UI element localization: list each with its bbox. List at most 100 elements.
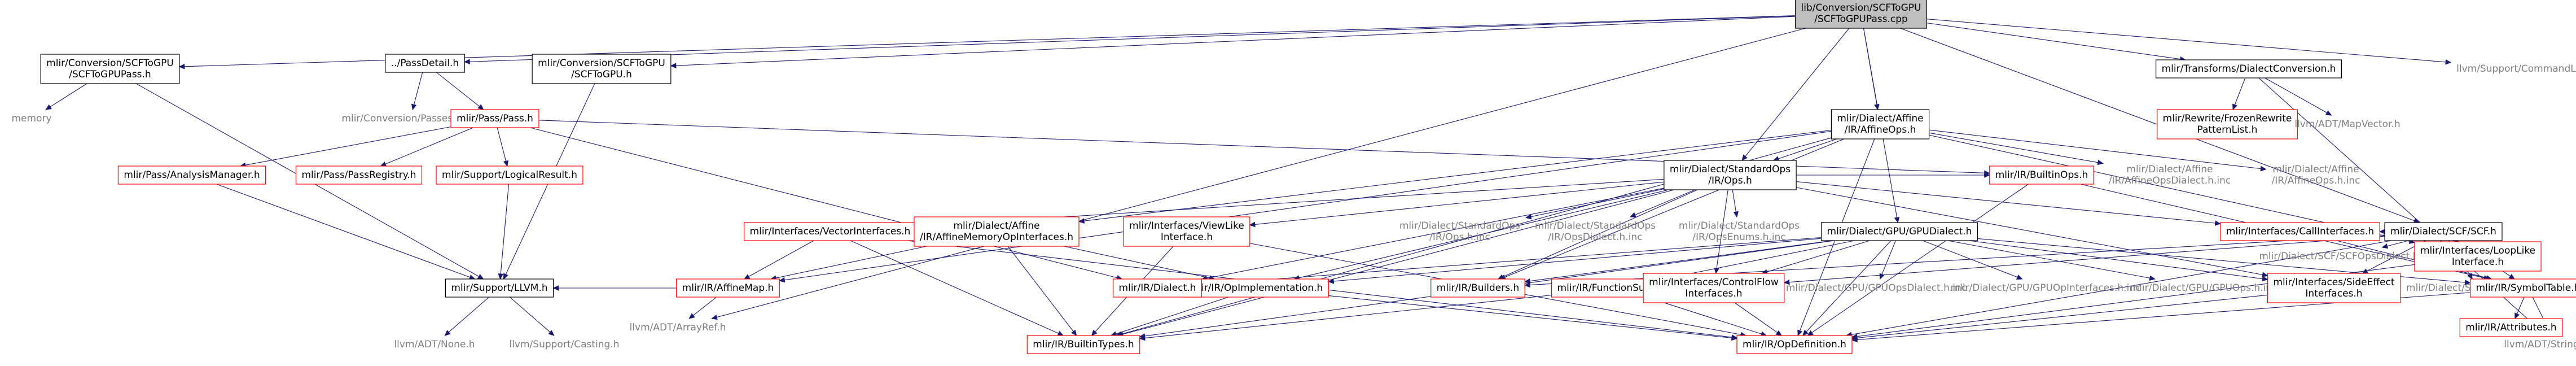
- node-passes_h_inc: mlir/Conversion/Passes.h.inc: [341, 113, 479, 124]
- edge-gpudialect_h-to-gpuopinterfaces_h_inc: [1923, 240, 2023, 280]
- node-box: [2459, 318, 2563, 337]
- node-box: [1664, 160, 1797, 190]
- node-box: [2470, 278, 2576, 298]
- node-label: llvm/Support/Casting.h: [509, 339, 619, 350]
- edge-affinememoryopinterfaces_h-to-builtintypes_h: [1007, 246, 1077, 336]
- node-label: mlir/Conversion/SCFToGPU: [46, 58, 174, 69]
- edge-pass_pass_h-to-logicalresult_h: [497, 127, 509, 167]
- edge-standardops_ops_h-to-ops_h_inc: [1525, 188, 1664, 220]
- node-label: /SCFToGPUPass.h: [69, 69, 151, 80]
- edge-scf_h-to-callinterfaces_h: [2378, 229, 2385, 234]
- node-label: /IR/AffineMemoryOpInterfaces.h: [920, 232, 1073, 243]
- node-callinterfaces_h[interactable]: mlir/Interfaces/CallInterfaces.h: [2220, 222, 2380, 241]
- edge-gpudialect_h-to-builders_h: [1524, 240, 1832, 284]
- node-label: /IR/Ops.h.inc: [1429, 232, 1490, 243]
- node-opsenums_h_inc: mlir/Dialect/StandardOps/IR/OpsEnums.h.i…: [1679, 220, 1800, 243]
- node-label: Interface.h: [1161, 232, 1213, 243]
- node-label: /IR/AffineOps.h: [1845, 124, 1916, 136]
- node-dialectconversion_h[interactable]: mlir/Transforms/DialectConversion.h: [2156, 59, 2342, 79]
- node-builders_h[interactable]: mlir/IR/Builders.h: [1430, 278, 1525, 298]
- node-vectorinterfaces_h[interactable]: mlir/Interfaces/VectorInterfaces.h: [744, 222, 916, 241]
- node-gpudialect_h[interactable]: mlir/Dialect/GPU/GPUDialect.h: [1820, 222, 1978, 241]
- node-builtinops_h[interactable]: mlir/IR/BuiltinOps.h: [1989, 165, 2094, 185]
- edge-functionsupport_h-to-builtintypes_h: [1139, 294, 1552, 341]
- node-label: mlir/Pass/AnalysisManager.h: [124, 169, 260, 181]
- node-label: mlir/IR/OpDefinition.h: [1743, 339, 1846, 350]
- node-symboltable_h[interactable]: mlir/IR/SymbolTable.h: [2470, 278, 2576, 298]
- node-builtintypes_h[interactable]: mlir/IR/BuiltinTypes.h: [1026, 335, 1140, 354]
- node-label: mlir/Transforms/DialectConversion.h: [2162, 63, 2336, 75]
- node-label: mlir/IR/Attributes.h: [2465, 322, 2556, 333]
- node-support_llvm_h[interactable]: mlir/Support/LLVM.h: [445, 278, 554, 298]
- node-passregistry_h[interactable]: mlir/Pass/PassRegistry.h: [295, 165, 423, 185]
- node-attributes_h[interactable]: mlir/IR/Attributes.h: [2459, 318, 2563, 337]
- node-affineops_h[interactable]: mlir/Dialect/Affine/IR/AffineOps.h: [1831, 109, 1930, 140]
- edge-analysismanager_h-to-support_llvm_h: [216, 184, 476, 280]
- node-label: mlir/IR/Dialect.h: [1119, 282, 1196, 294]
- node-scftogpupass_h[interactable]: mlir/Conversion/SCFToGPU/SCFToGPUPass.h: [40, 54, 180, 84]
- edge-standardops_ops_h-to-builtintypes_h: [1117, 189, 1674, 337]
- edge-logicalresult_h-to-support_llvm_h: [498, 184, 510, 280]
- node-scftogpu_h[interactable]: mlir/Conversion/SCFToGPU/SCFToGPU.h: [532, 54, 672, 84]
- node-label: mlir/Dialect/StandardOps: [1679, 220, 1800, 232]
- node-label: /SCFToGPUPass.cpp: [1814, 14, 1908, 25]
- node-label: mlir/Dialect/GPU/GPUOpInterfaces.h.inc: [1951, 282, 2141, 294]
- edge-root-to-dialectconversion_h: [1926, 23, 2187, 62]
- edge-affineops_h-to-affinemap_h: [779, 130, 1832, 283]
- edge-affinemap_h-to-support_llvm_h: [552, 285, 677, 291]
- node-label: mlir/Dialect/Affine: [953, 220, 1039, 232]
- node-label: /SCFToGPU.h: [571, 69, 632, 80]
- node-label: memory: [11, 113, 51, 124]
- edge-root-to-llvm_arrayref_h: [711, 28, 1806, 320]
- node-label: llvm/ADT/None.h: [394, 339, 475, 350]
- node-pass_pass_h[interactable]: mlir/Pass/Pass.h: [450, 109, 539, 128]
- node-llvm_stringmap_h: llvm/ADT/StringMap.h: [2504, 339, 2576, 350]
- edge-scf_h-to-controlflowinterfaces_h: [1783, 236, 2385, 285]
- edge-pass_pass_h-to-dialect_h: [530, 127, 1123, 281]
- node-affinemap_h[interactable]: mlir/IR/AffineMap.h: [676, 278, 780, 298]
- edge-gpudialect_h-to-sideeffectinterfaces_h: [1969, 240, 2268, 282]
- edge-sideeffectinterfaces_h-to-opdefinition_h: [1851, 294, 2268, 341]
- node-label: mlir/Dialect/StandardOps: [1670, 164, 1791, 175]
- node-label: ../PassDetail.h: [391, 58, 459, 69]
- edge-dialectconversion_h-to-llvm_mapvector_h: [2265, 77, 2332, 116]
- node-box: [1026, 335, 1140, 354]
- node-box: [1123, 216, 1250, 247]
- node-label: mlir/Conversion/Passes.h.inc: [341, 113, 479, 124]
- node-label: mlir/Dialect/SCF/SCF.h: [2390, 226, 2496, 237]
- node-llvm_mapvector_h: llvm/ADT/MapVector.h: [2294, 119, 2400, 130]
- node-logicalresult_h[interactable]: mlir/Support/LogicalResult.h: [436, 165, 583, 185]
- node-dialect_h[interactable]: mlir/IR/Dialect.h: [1112, 278, 1203, 298]
- node-gpuopsdialect_h_inc: mlir/Dialect/GPU/GPUOpsDialect.h.inc: [1786, 282, 1967, 294]
- node-label: mlir/IR/BuiltinOps.h: [1995, 169, 2088, 181]
- node-box: [436, 165, 583, 185]
- node-analysismanager_h[interactable]: mlir/Pass/AnalysisManager.h: [117, 165, 266, 185]
- node-label: mlir/Support/LLVM.h: [451, 282, 547, 294]
- edge-standardops_ops_h-to-builtinops_h: [1796, 172, 1990, 178]
- node-box: [1643, 273, 1785, 303]
- node-opdefinition_h[interactable]: mlir/IR/OpDefinition.h: [1736, 335, 1853, 354]
- edge-affinemap_h-to-llvm_arrayref_h: [688, 297, 717, 319]
- node-gpuops_h_inc: mlir/Dialect/GPU/GPUOps.h.inc: [2130, 282, 2277, 294]
- node-label: /IR/AffineOps.h.inc: [2271, 175, 2360, 186]
- edge-vectorinterfaces_h-to-affinemap_h: [743, 240, 814, 280]
- node-label: Interfaces.h: [2305, 288, 2362, 299]
- node-box: [2384, 222, 2503, 241]
- node-passdetail_h[interactable]: ../PassDetail.h: [385, 54, 465, 73]
- node-label: mlir/IR/AffineMap.h: [682, 282, 774, 294]
- node-label: mlir/Dialect/Affine: [2126, 164, 2213, 175]
- node-opimplementation_h[interactable]: mlir/IR/OpImplementation.h: [1183, 278, 1329, 298]
- node-label: mlir/Dialect/GPU/GPUOps.h.inc: [2130, 282, 2277, 294]
- edge-support_llvm_h-to-llvm_none_h: [444, 297, 489, 336]
- node-box: [1183, 278, 1329, 298]
- edge-root-to-commandline_h: [1926, 19, 2452, 65]
- edge-standardops_ops_h-to-sideeffectinterfaces_h: [1796, 187, 2268, 277]
- node-scf_h[interactable]: mlir/Dialect/SCF/SCF.h: [2384, 222, 2503, 241]
- node-affinememoryopinterfaces_h[interactable]: mlir/Dialect/Affine/IR/AffineMemoryOpInt…: [914, 216, 1079, 247]
- node-standardops_ops_h[interactable]: mlir/Dialect/StandardOps/IR/Ops.h: [1664, 160, 1797, 190]
